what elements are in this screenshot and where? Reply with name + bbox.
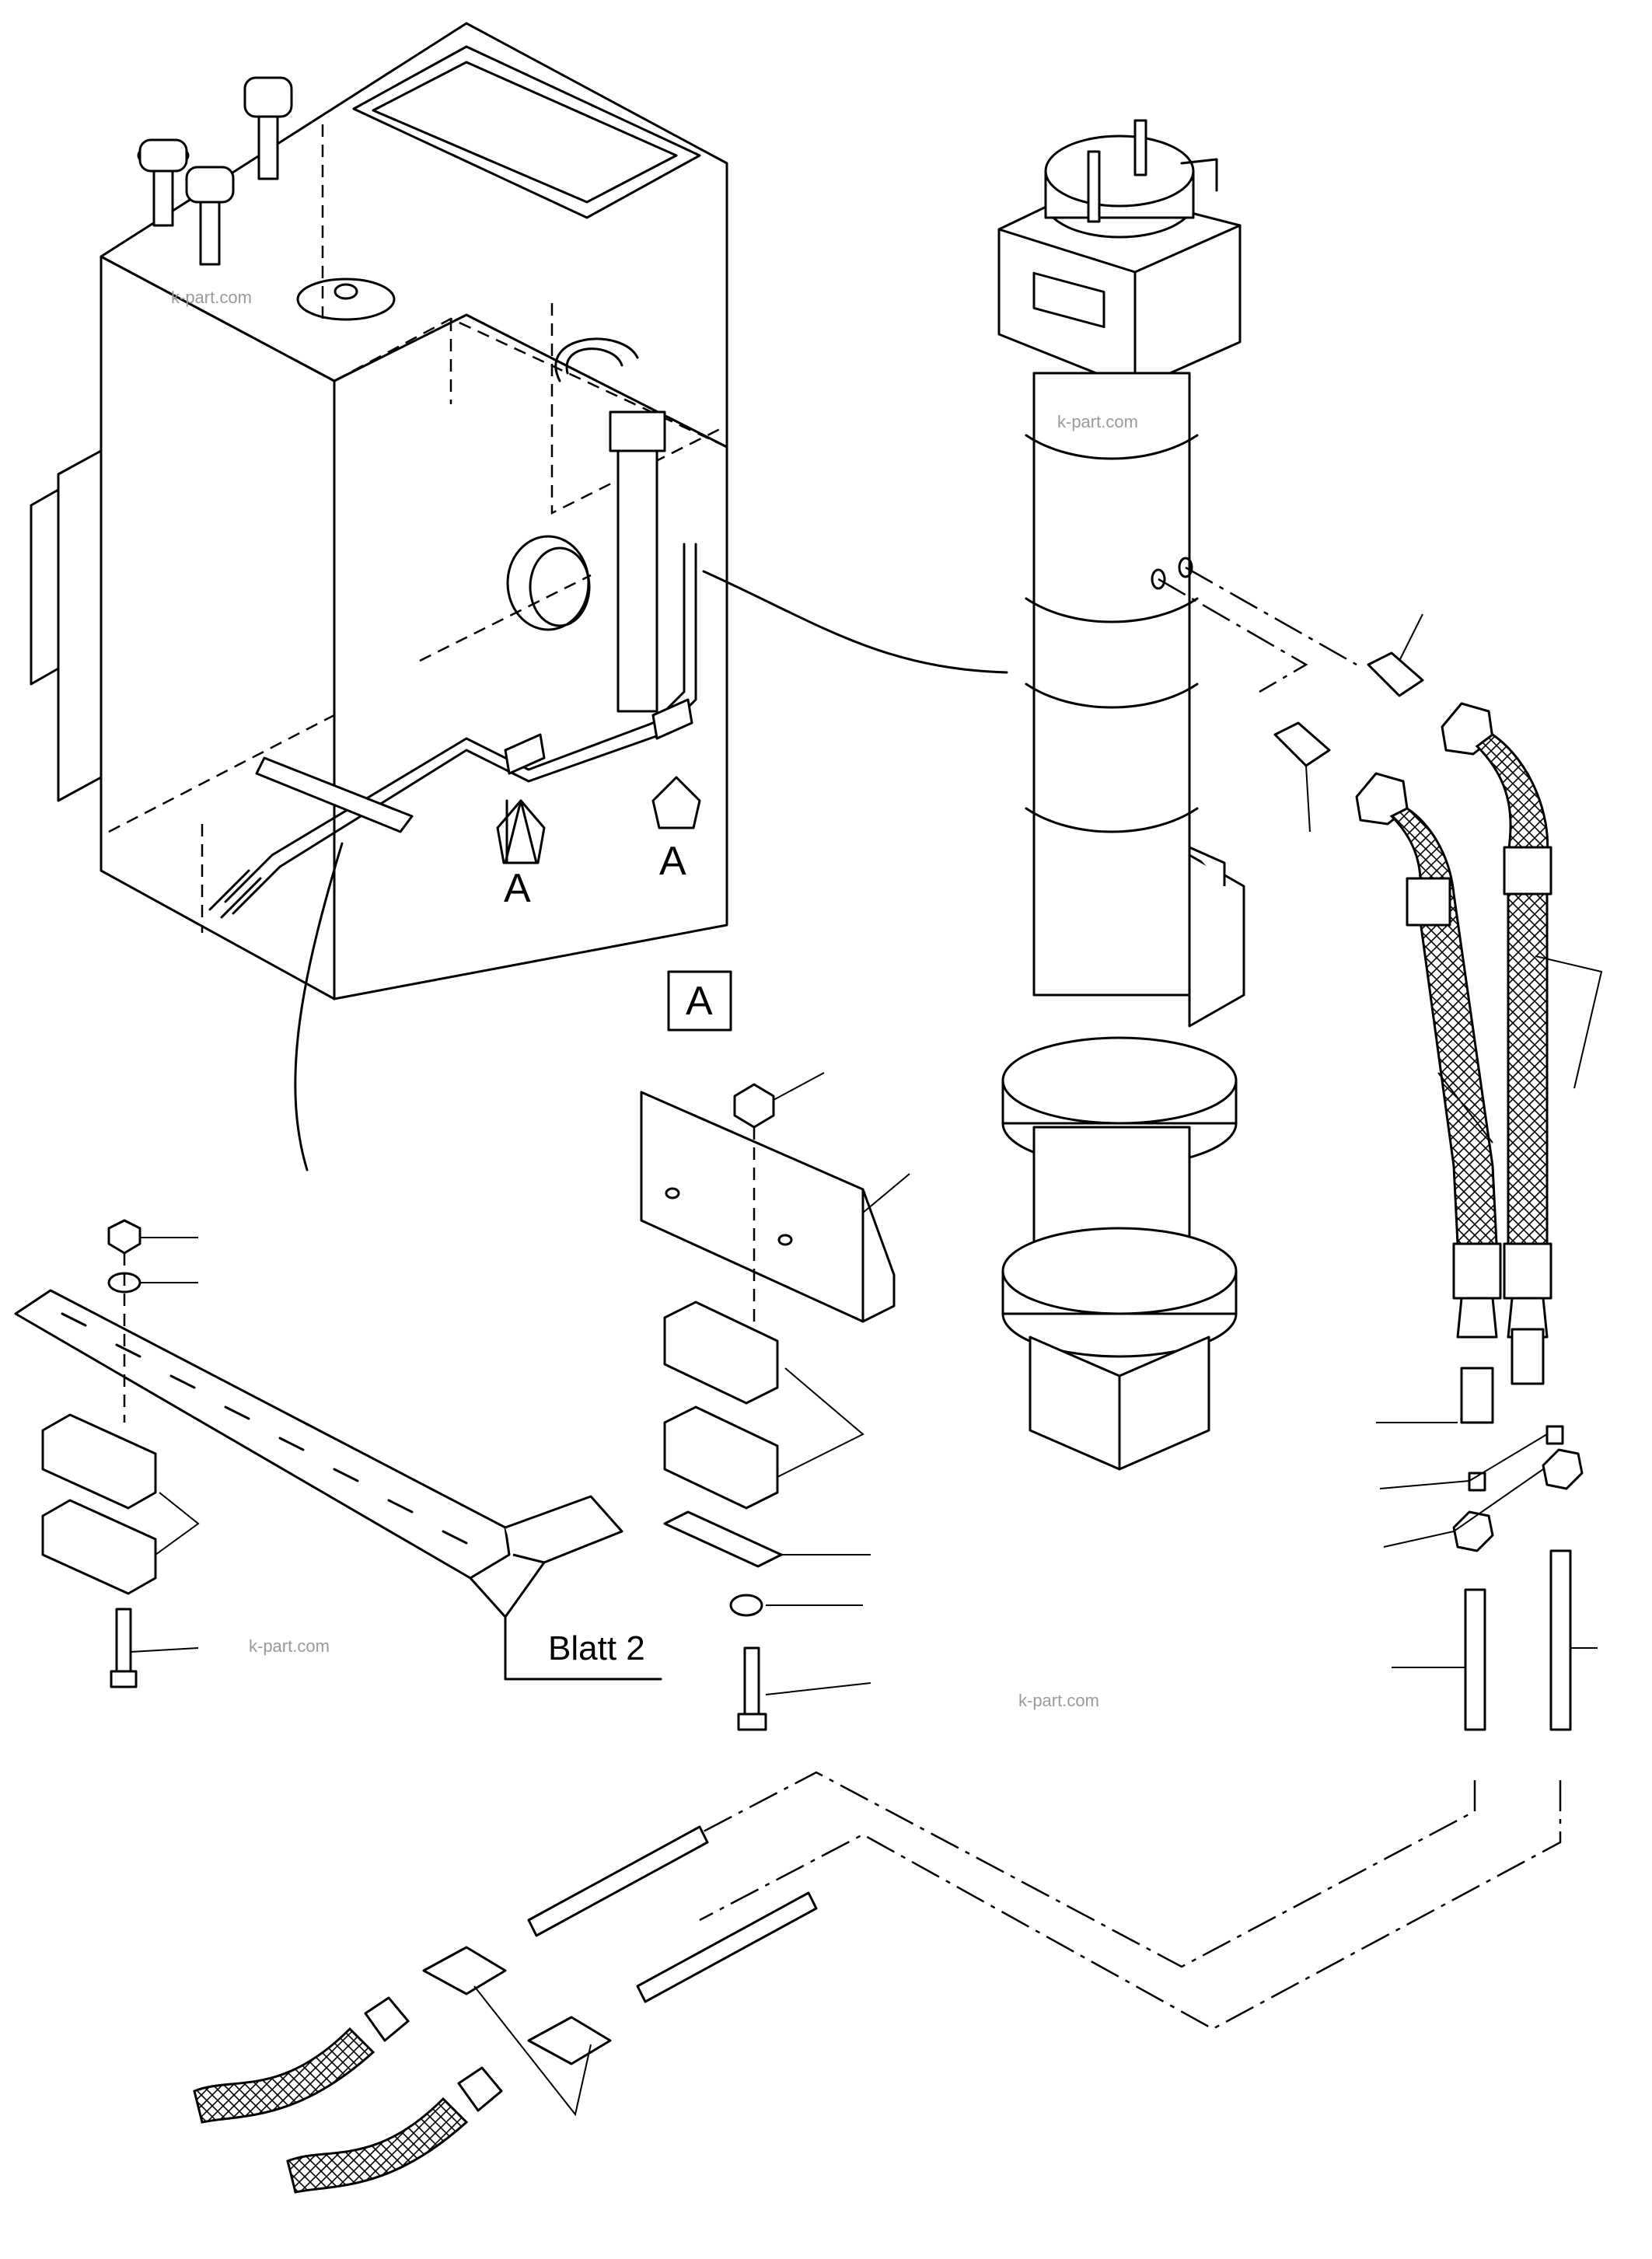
view-arrow-left: A — [496, 799, 546, 911]
svg-text:A: A — [504, 866, 531, 911]
svg-text:k-part.com: k-part.com — [249, 1636, 330, 1656]
svg-text:A: A — [659, 839, 686, 884]
knob-icon — [185, 166, 235, 266]
svg-text:k-part.com: k-part.com — [1018, 1691, 1099, 1710]
detail-view-label: A — [667, 970, 732, 1032]
bracket-detail — [640, 1072, 910, 1731]
clamp-strip-assembly: Blatt 2 — [14, 1219, 662, 1688]
svg-text:A: A — [686, 979, 713, 1024]
column-assembly — [997, 119, 1357, 1471]
knob-icon — [243, 76, 293, 180]
svg-text:k-part.com: k-part.com — [171, 288, 252, 307]
machine-cabinet — [30, 22, 1008, 1171]
knob-icon — [137, 138, 190, 227]
view-arrow-right: A — [651, 776, 701, 884]
svg-text:k-part.com: k-part.com — [1057, 412, 1138, 431]
svg-text:Blatt 2: Blatt 2 — [548, 1629, 645, 1667]
hose-assembly-right — [652, 613, 1603, 2030]
hose-assembly-bottom — [193, 1825, 818, 2194]
